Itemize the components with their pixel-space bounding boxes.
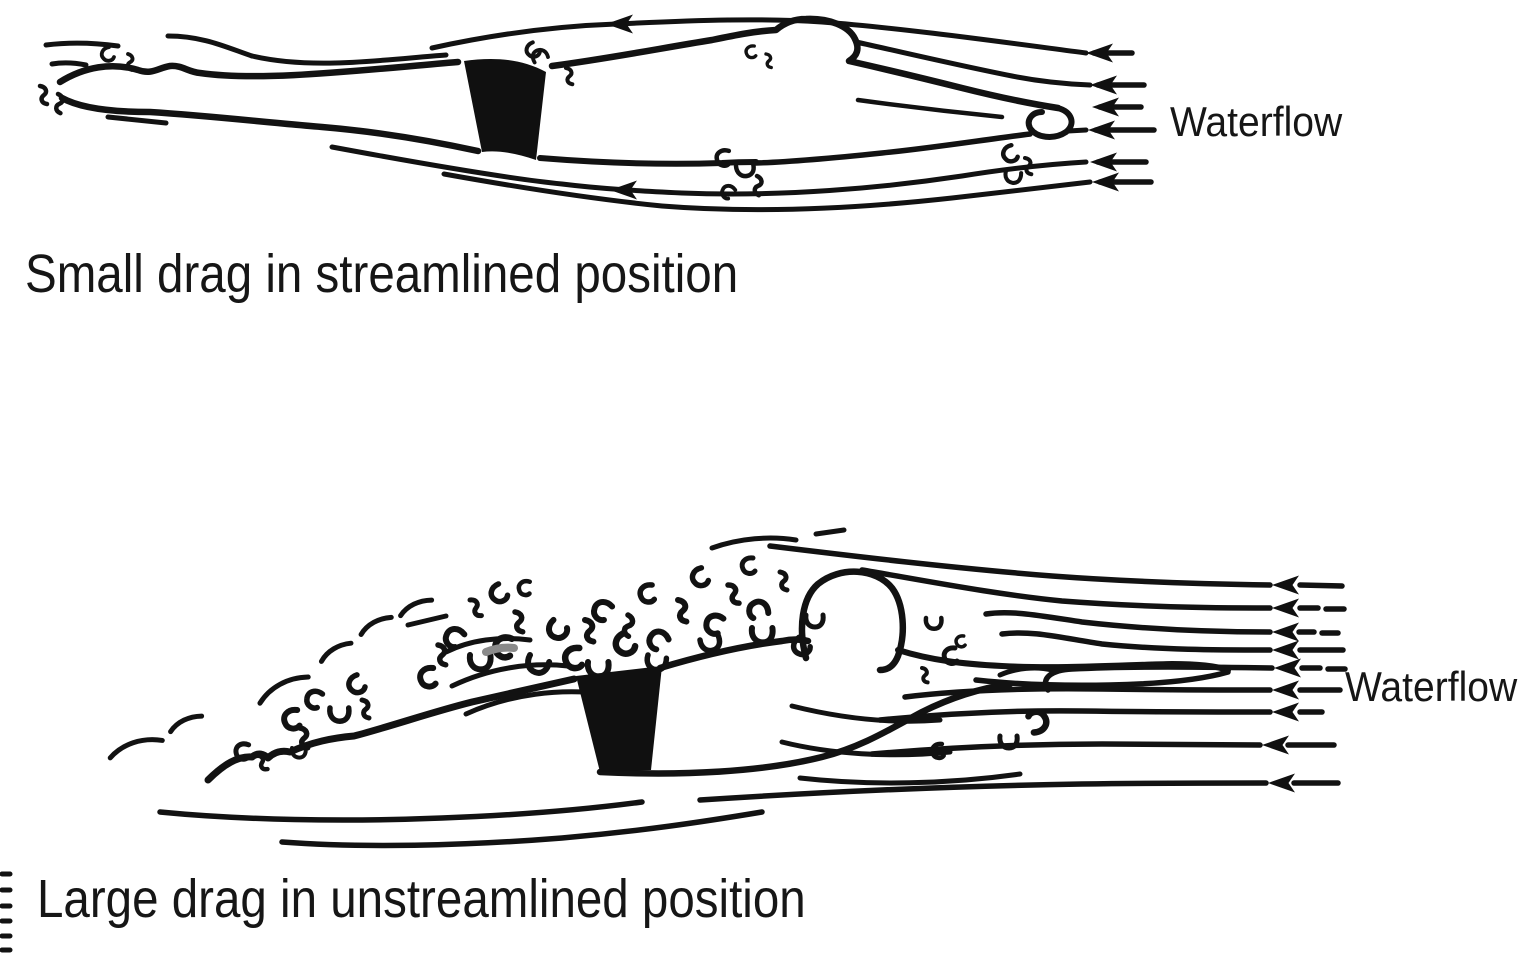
unstreamlined-figure-fills	[576, 575, 1301, 793]
flow-dash	[49, 60, 89, 68]
flow-line	[877, 708, 1273, 723]
flow-line	[697, 780, 1269, 803]
flow-line	[853, 39, 1093, 88]
flow-line	[999, 630, 1273, 653]
flow-line	[1042, 664, 1275, 693]
swimmer-arm-outline	[753, 131, 1033, 166]
streamlined-figure-fills	[464, 14, 1119, 200]
flow-line	[855, 97, 1005, 120]
waterflow-inflow-tails	[1285, 582, 1348, 786]
swimsuit-shape	[576, 666, 662, 772]
arm-turbulence	[779, 665, 1055, 786]
swimmer-head-outline	[798, 568, 906, 674]
swimmer-body-outline	[656, 636, 812, 672]
caption-streamlined: Small drag in streamlined position	[25, 244, 739, 304]
flow-dash	[43, 40, 121, 49]
flow-line	[249, 52, 449, 66]
flow-line	[279, 809, 765, 849]
caption-unstreamlined: Large drag in unstreamlined position	[37, 869, 806, 929]
swimmer-body-outline	[204, 675, 578, 784]
swimsuit-shape	[464, 58, 546, 160]
flow-line	[902, 686, 1273, 700]
flow-line	[859, 567, 1273, 611]
waterflow-label-unstreamlined: Waterflow	[1345, 663, 1518, 710]
swimmer-body-outline	[56, 58, 462, 86]
flow-dash	[105, 114, 169, 126]
flow-line	[429, 17, 1089, 56]
flow-line	[329, 144, 1089, 197]
swimmer-head-outline	[548, 15, 1062, 112]
flow-line	[441, 171, 1093, 213]
streamlined-swimmer-figure	[40, 15, 1157, 213]
flow-dash	[1065, 127, 1089, 134]
swimmer-body-outline	[58, 94, 482, 155]
waterflow-label-streamlined: Waterflow	[1170, 98, 1343, 145]
scan-artifact-marks	[0, 871, 13, 953]
wake-arcs	[108, 527, 847, 758]
flow-line	[767, 543, 1273, 588]
flow-dash	[165, 33, 255, 59]
swimmer-arm-outline	[973, 669, 1231, 689]
swimmer-body-outline	[537, 155, 759, 167]
swimmer-hands-outline	[1025, 105, 1075, 140]
unstreamlined-swimmer-figure	[108, 527, 1348, 849]
swimmer-body-outline	[596, 680, 1014, 777]
flow-line	[157, 799, 645, 823]
gray-smudge	[482, 643, 518, 656]
flow-line	[983, 609, 1273, 635]
